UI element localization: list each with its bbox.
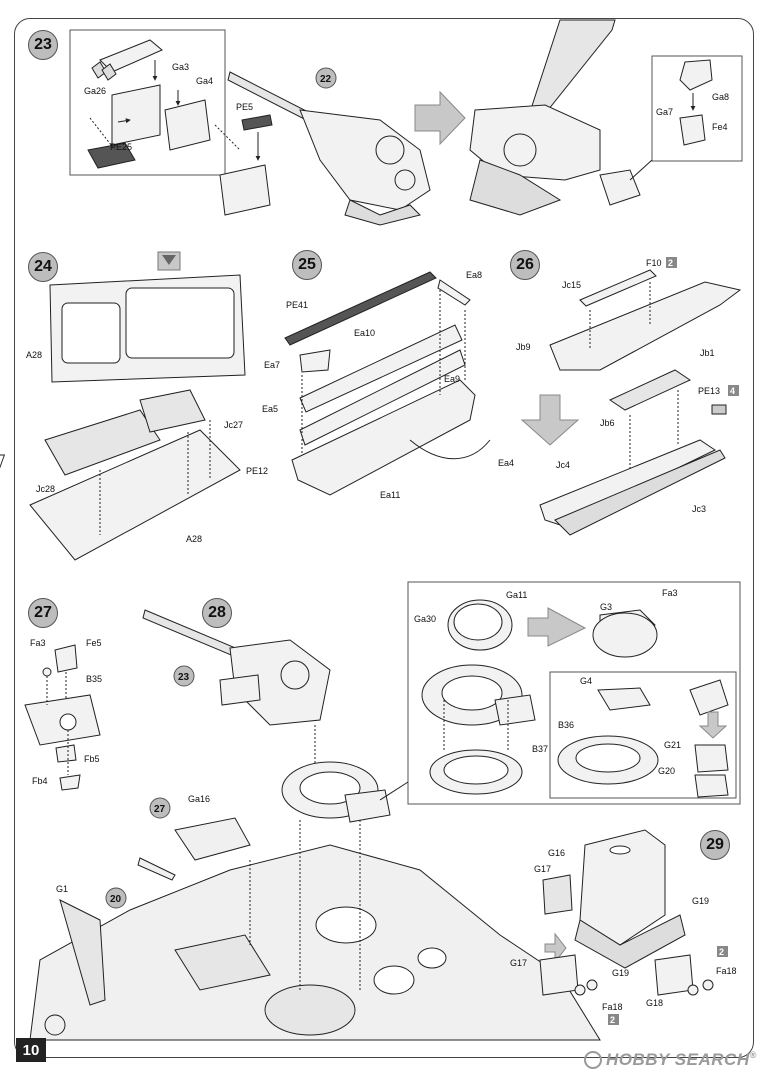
callout-27: 27: [154, 804, 166, 815]
page-number: 10: [16, 1038, 46, 1062]
label-Jc4: Jc4: [556, 460, 570, 470]
label-Fe5: Fe5: [86, 638, 102, 648]
label-PE41: PE41: [286, 300, 308, 310]
part-labels: Ga26 Ga3 Ga4 PE25 PE5 Ga7 Ga8 Fe4 A28 Jc…: [26, 62, 739, 1025]
label-Ea9: Ea9: [444, 374, 460, 384]
label-Ga4: Ga4: [196, 76, 213, 86]
label-Ea4: Ea4: [498, 458, 514, 468]
label-Fa18-bottom: Fa18: [602, 1002, 623, 1012]
qty-PE13: 4: [730, 386, 735, 396]
step-number-23: 23: [28, 30, 58, 60]
callout-23: 23: [178, 672, 190, 683]
label-Jb1: Jb1: [700, 348, 715, 358]
step-number-28: 28: [202, 598, 232, 628]
label-Fa3-right: Fa3: [662, 588, 678, 598]
label-Ea11: Ea11: [380, 490, 400, 500]
qty-Fa18-bottom: 2: [610, 1015, 615, 1025]
page-frame: [14, 18, 754, 1058]
label-G17-top: G17: [534, 864, 551, 874]
label-G20: G20: [658, 766, 675, 776]
label-B36: B36: [558, 720, 574, 730]
watermark-logo-icon: [584, 1051, 602, 1069]
label-PE13: PE13: [698, 386, 720, 396]
step-number-25: 25: [292, 250, 322, 280]
label-Ga30: Ga30: [414, 614, 436, 624]
label-G19-bottom: G19: [612, 968, 629, 978]
label-B37: B37: [532, 744, 548, 754]
label-Jb9: Jb9: [516, 342, 531, 352]
label-B35: B35: [86, 674, 102, 684]
label-Fa18-right: Fa18: [716, 966, 737, 976]
label-Ga7: Ga7: [656, 107, 673, 117]
step-callouts: 22 23 27 20: [105, 67, 337, 909]
label-Jc28: Jc28: [36, 484, 55, 494]
step-28-drawing: [142, 581, 741, 823]
label-Fa3-left: Fa3: [30, 638, 46, 648]
label-PE25: PE25: [110, 142, 132, 152]
step-number-26: 26: [510, 250, 540, 280]
label-PE12: PE12: [246, 466, 268, 476]
step-27-drawing: [24, 644, 101, 791]
label-Fb5: Fb5: [84, 754, 100, 764]
label-Jc3: Jc3: [692, 504, 706, 514]
step-number-24: 24: [28, 252, 58, 282]
label-Ea7: Ea7: [264, 360, 280, 370]
watermark-text: HOBBY SEARCH®: [606, 1050, 757, 1070]
qty-Fa18-right: 2: [719, 947, 724, 957]
label-A28-bottom: A28: [186, 534, 202, 544]
label-G3: G3: [600, 602, 612, 612]
step-number-27: 27: [28, 598, 58, 628]
label-Ga26: Ga26: [84, 86, 106, 96]
label-G21: G21: [664, 740, 681, 750]
label-G19-right: G19: [692, 896, 709, 906]
label-Ga8: Ga8: [712, 92, 729, 102]
label-Fb4: Fb4: [32, 776, 48, 786]
label-G16: G16: [548, 848, 565, 858]
label-Fe4: Fe4: [712, 122, 728, 132]
label-Ea5: Ea5: [262, 404, 278, 414]
label-G17-bottom: G17: [510, 958, 527, 968]
label-Jb6: Jb6: [600, 418, 615, 428]
label-PE5: PE5: [236, 102, 253, 112]
label-Ga3: Ga3: [172, 62, 189, 72]
label-Ga16: Ga16: [188, 794, 210, 804]
label-Jc27: Jc27: [224, 420, 243, 430]
step-number-29: 29: [700, 830, 730, 860]
hull-drawing: [29, 817, 601, 1041]
qty-F10: 2: [668, 258, 673, 268]
step-29-drawing: [539, 829, 714, 996]
label-Jc15: Jc15: [562, 280, 581, 290]
label-F10: F10: [646, 258, 662, 268]
watermark-label: HOBBY SEARCH: [606, 1050, 750, 1069]
step-25-drawing: [284, 271, 491, 496]
label-A28-top: A28: [26, 350, 42, 360]
step-24-drawing: [0, 251, 246, 561]
label-G4: G4: [580, 676, 592, 686]
label-G18: G18: [646, 998, 663, 1008]
watermark-reg: ®: [749, 1050, 757, 1060]
step-26-drawing: [520, 269, 742, 536]
label-Ea8: Ea8: [466, 270, 482, 280]
callout-22: 22: [320, 74, 332, 85]
label-Ea10: Ea10: [354, 328, 375, 338]
step-23-drawing: [69, 19, 743, 226]
label-Ga11: Ga11: [506, 590, 527, 600]
callout-20: 20: [110, 894, 122, 905]
label-G1: G1: [56, 884, 68, 894]
